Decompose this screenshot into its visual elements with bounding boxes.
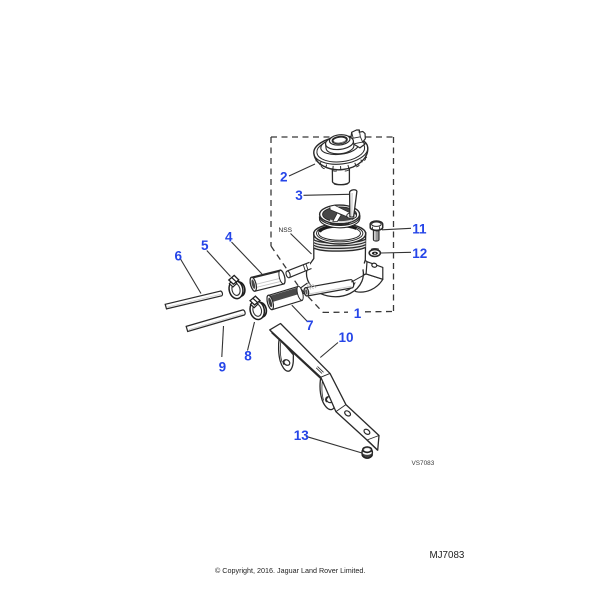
svg-text:10: 10 [339,330,354,345]
svg-text:11: 11 [412,222,427,237]
svg-text:4: 4 [225,230,233,245]
svg-text:MJ7083: MJ7083 [430,550,465,561]
svg-text:NSS: NSS [279,227,293,234]
svg-text:8: 8 [244,349,252,364]
svg-text:© Copyright, 2016. Jaguar Land: © Copyright, 2016. Jaguar Land Rover Lim… [215,566,365,575]
svg-text:6: 6 [175,248,183,263]
svg-text:12: 12 [412,246,427,261]
svg-text:1: 1 [354,306,362,321]
svg-text:9: 9 [219,360,227,375]
svg-text:2: 2 [280,170,288,185]
svg-text:5: 5 [201,238,209,253]
svg-text:3: 3 [295,188,303,203]
svg-text:7: 7 [306,318,314,333]
svg-text:VS7083: VS7083 [412,460,435,467]
svg-text:13: 13 [294,428,310,443]
